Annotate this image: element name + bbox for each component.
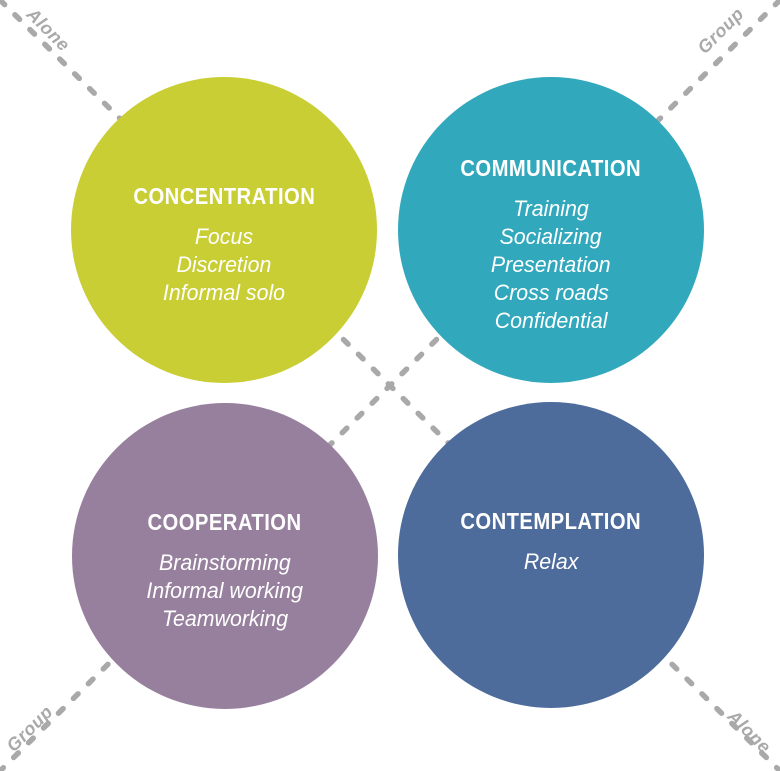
quadrant-title: COMMUNICATION bbox=[460, 155, 642, 181]
quadrant-item: Focus bbox=[194, 224, 254, 249]
quadrant-title: COOPERATION bbox=[147, 509, 303, 535]
quadrant-item: Relax bbox=[523, 549, 579, 574]
quadrant-item: Discretion bbox=[176, 252, 272, 277]
quadrant-item: Cross roads bbox=[493, 280, 609, 305]
quadrant-circle-communication: COMMUNICATION Training Socializing Prese… bbox=[398, 77, 704, 383]
quadrant-title: CONTEMPLATION bbox=[460, 508, 642, 534]
quadrant-item: Teamworking bbox=[161, 606, 289, 631]
quadrant-circle-cooperation: COOPERATION Brainstorming Informal worki… bbox=[72, 403, 378, 709]
quadrant-item: Confidential bbox=[494, 308, 608, 333]
quadrant-item: Informal working bbox=[146, 578, 304, 603]
quadrant-title: CONCENTRATION bbox=[133, 183, 315, 209]
quadrant-item: Socializing bbox=[499, 224, 603, 249]
quadrant-circle-contemplation: CONTEMPLATION Relax bbox=[398, 402, 704, 708]
quadrant-item: Informal solo bbox=[162, 280, 286, 305]
quadrant-item: Training bbox=[513, 196, 589, 221]
quadrant-item: Brainstorming bbox=[159, 550, 291, 575]
quadrant-item: Presentation bbox=[491, 252, 611, 277]
quadrant-circle-concentration: CONCENTRATION Focus Discretion Informal … bbox=[71, 77, 377, 383]
